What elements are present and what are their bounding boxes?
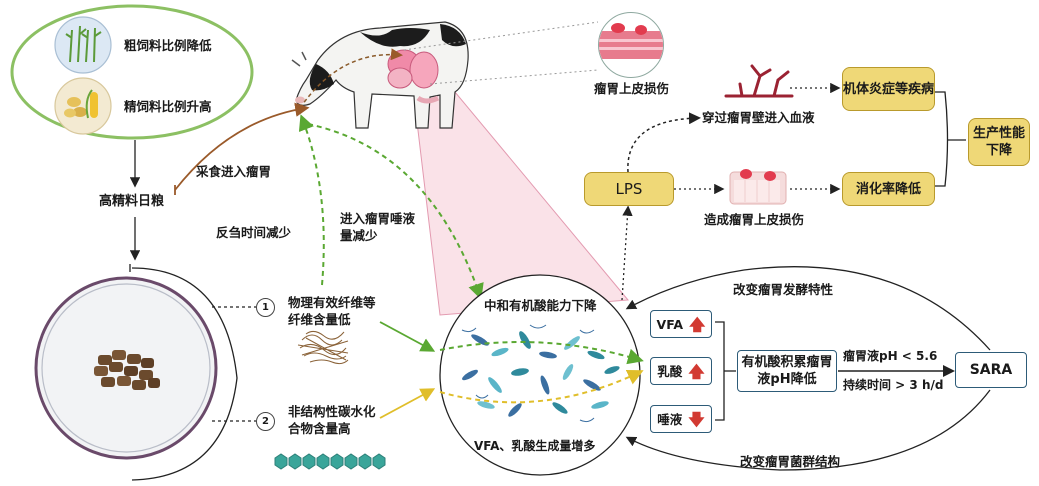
inflammation-box: 机体炎症等疾病 (842, 67, 935, 111)
arrow-flora-feedback (625, 389, 991, 471)
acid-flow-in-rumen (439, 369, 644, 404)
carbohydrate-chain-icon (274, 453, 386, 470)
outcome-bracket (935, 91, 949, 187)
rumination-reduced-label: 反刍时间减少 (216, 225, 292, 240)
item1-number: 1 (256, 298, 275, 317)
arrow-nsc-to-rumen (379, 388, 436, 419)
acid-production-label: VFA、乳酸生成量增多 (474, 439, 596, 453)
epithelium-damage-icon (729, 169, 787, 205)
arrow-lps-to-blood (627, 112, 701, 173)
lps-label: LPS (615, 179, 643, 198)
diet-bracket (131, 267, 238, 481)
arrow-fiber-to-rumen (379, 321, 436, 352)
feeding-into-rumen-label: 采食进入瘤胃 (196, 164, 272, 179)
increase-arrow-icon: 🡅 (689, 314, 706, 334)
flora-change-label: 改变瘤胃菌群结构 (740, 454, 841, 469)
vfa-label: VFA (656, 316, 683, 332)
lactic-acid-box: 乳酸 🡅 (650, 357, 712, 385)
decrease-arrow-icon: 🡇 (688, 409, 705, 429)
arrow-feeding-into-rumen (174, 102, 310, 191)
ph-condition-label: 瘤胃液pH < 5.6 (843, 349, 938, 363)
item1-label: 物理有效纤维等纤维含量低 (288, 295, 376, 327)
duration-condition-label: 持续时间 > 3 h/d (843, 378, 944, 392)
into-blood-label: 穿过瘤胃壁进入血液 (702, 110, 815, 125)
arrow-saliva (307, 123, 484, 300)
grain-corn-icon (64, 89, 98, 119)
arrow-fermentation-feedback (625, 266, 991, 351)
acid-accumulation-box: 有机酸积累瘤胃液pH降低 (737, 350, 837, 392)
coarse-feed-bubble (54, 16, 112, 74)
saliva-flow-in-rumen (439, 341, 644, 365)
vfa-box: VFA 🡅 (650, 310, 712, 338)
saliva-label: 唾液 (657, 411, 683, 427)
microbe-icons (461, 324, 620, 423)
pellet-icon (94, 350, 160, 390)
item2-number: 2 (256, 412, 275, 431)
grass-icon (65, 25, 102, 63)
item2-label: 非结构性碳水化合物含量高 (288, 404, 376, 436)
digestibility-box: 消化率降低 (842, 172, 935, 206)
cow-icon (291, 21, 469, 129)
inflammation-label: 机体炎症等疾病 (843, 81, 935, 97)
neutralize-ability-label: 中和有机酸能力下降 (484, 298, 597, 313)
concentrate-feed-bubble (54, 77, 112, 135)
coarse-feed-label: 粗饲料比例降低 (124, 38, 212, 53)
digestibility-label: 消化率降低 (855, 181, 921, 197)
blood-vessel-icon (724, 64, 794, 98)
sara-label: SARA (969, 361, 1013, 378)
sara-box: SARA (955, 352, 1027, 388)
arrow-rumen-to-lps (621, 205, 633, 301)
fermentation-change-label: 改变瘤胃发酵特性 (733, 282, 834, 297)
saliva-box: 唾液 🡇 (650, 405, 712, 433)
fiber-icon (297, 330, 349, 365)
saliva-reduced-label: 进入瘤胃唾液量减少 (340, 211, 416, 243)
acid-accumulation-label: 有机酸积累瘤胃液pH降低 (741, 355, 833, 387)
lps-box: LPS (584, 172, 674, 206)
increase-arrow-icon: 🡅 (688, 361, 705, 381)
epithelium-damage-mid-label: 造成瘤胃上皮损伤 (704, 212, 805, 227)
epithelium-damage-bubble (598, 12, 664, 78)
arrow-rumination (298, 114, 325, 286)
performance-label: 生产性能下降 (972, 126, 1025, 158)
feed-path-in-cow (299, 48, 403, 109)
high-concentrate-diet-label: 高精料日粮 (99, 194, 165, 209)
zoom-line-bottom (429, 69, 599, 85)
concentrate-feed-label: 精饲料比例升高 (124, 99, 212, 114)
lactic-acid-label: 乳酸 (657, 363, 683, 379)
feed-oval (10, 4, 254, 140)
epithelium-damage-top-label: 瘤胃上皮损伤 (594, 81, 670, 96)
performance-box: 生产性能下降 (968, 118, 1030, 166)
